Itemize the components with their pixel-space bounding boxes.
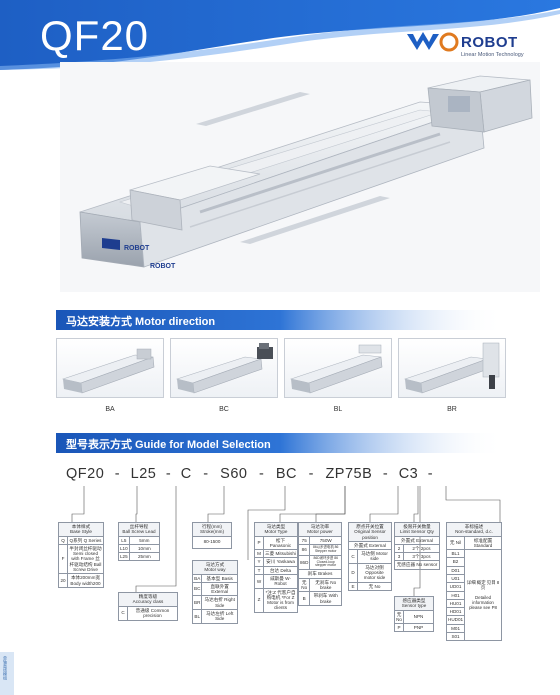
product-render-image: ROBOT ROBOT (60, 62, 540, 292)
direction-bc-image (175, 343, 273, 394)
section-bar-bg (56, 433, 504, 453)
direction-thumb-bc (170, 338, 278, 398)
model-title: QF20 (40, 12, 150, 59)
direction-thumb-ba (56, 338, 164, 398)
code-part-lead: L25 (130, 466, 157, 482)
code-part-base: QF20 (66, 466, 105, 482)
code-part-accuracy: C (180, 466, 192, 482)
code-sep: - (308, 466, 314, 482)
th-en: Base Style (70, 529, 92, 535)
brand-tagline: Linear Motion Technology (461, 52, 524, 58)
code-part-motor: ZP75B (325, 466, 373, 482)
direction-thumb-br (398, 338, 506, 398)
table-row: S01 (445, 631, 502, 642)
direction-bl-image (289, 344, 383, 394)
brand-name: ROBOT (461, 34, 518, 51)
model-code: QF20 - L25 - C - S60 - BC - ZP75B - C3 - (66, 466, 438, 482)
direction-label-ba: BA (105, 406, 115, 413)
direction-thumb-bl (284, 338, 392, 398)
direction-br-image (403, 342, 500, 394)
code-sep: - (203, 466, 209, 482)
direction-label-bl: BL (333, 406, 343, 413)
section-motor-direction: 马达安装方式 Motor direction (56, 310, 504, 330)
page-header: QF20 ROBOT Linear Motion Technology (0, 0, 560, 70)
header-banner (0, 0, 560, 70)
direction-ba-image (61, 348, 155, 394)
code-part-motor-way: BC (275, 466, 298, 482)
table-row: Z*注:Z 代客户自购电机 *For Z Motor is from clien… (254, 587, 298, 613)
svg-text:ROBOT: ROBOT (124, 245, 150, 252)
brand-logo: ROBOT Linear Motion Technology (405, 30, 555, 64)
code-part-stroke: S60 (220, 466, 248, 482)
code-part-sensor: C3 (398, 466, 419, 482)
section-model-guide: 型号表示方式 Guide for Model Selection (56, 433, 504, 453)
table-row: 无感应器 No sensor (394, 560, 440, 570)
code-sep: - (165, 466, 172, 482)
table-stroke: 行程(mm)Stroke(mm) 80-1500 (192, 522, 232, 549)
side-chapter-tab: 单轴直线模组 (0, 652, 14, 695)
code-sep: - (382, 466, 389, 482)
code-sep: - (114, 466, 121, 482)
code-sep: - (427, 466, 434, 482)
table-row: 刹车 Brakes (298, 569, 342, 579)
code-sep: - (259, 466, 265, 482)
side-tab-label: 单轴直线模组 (3, 656, 8, 680)
brand-mark-icon (407, 32, 459, 52)
direction-label-br: BR (447, 406, 457, 413)
th-cn: 本体样式 (71, 524, 91, 529)
section-title: 型号表示方式 Guide for Model Selection (66, 439, 271, 451)
table-row: 80-1500 (192, 535, 232, 549)
section-title: 马达安装方式 Motor direction (66, 316, 216, 328)
svg-text:ROBOT: ROBOT (150, 263, 176, 270)
direction-label-bc: BC (219, 406, 229, 413)
section-bar-bg (56, 310, 504, 330)
